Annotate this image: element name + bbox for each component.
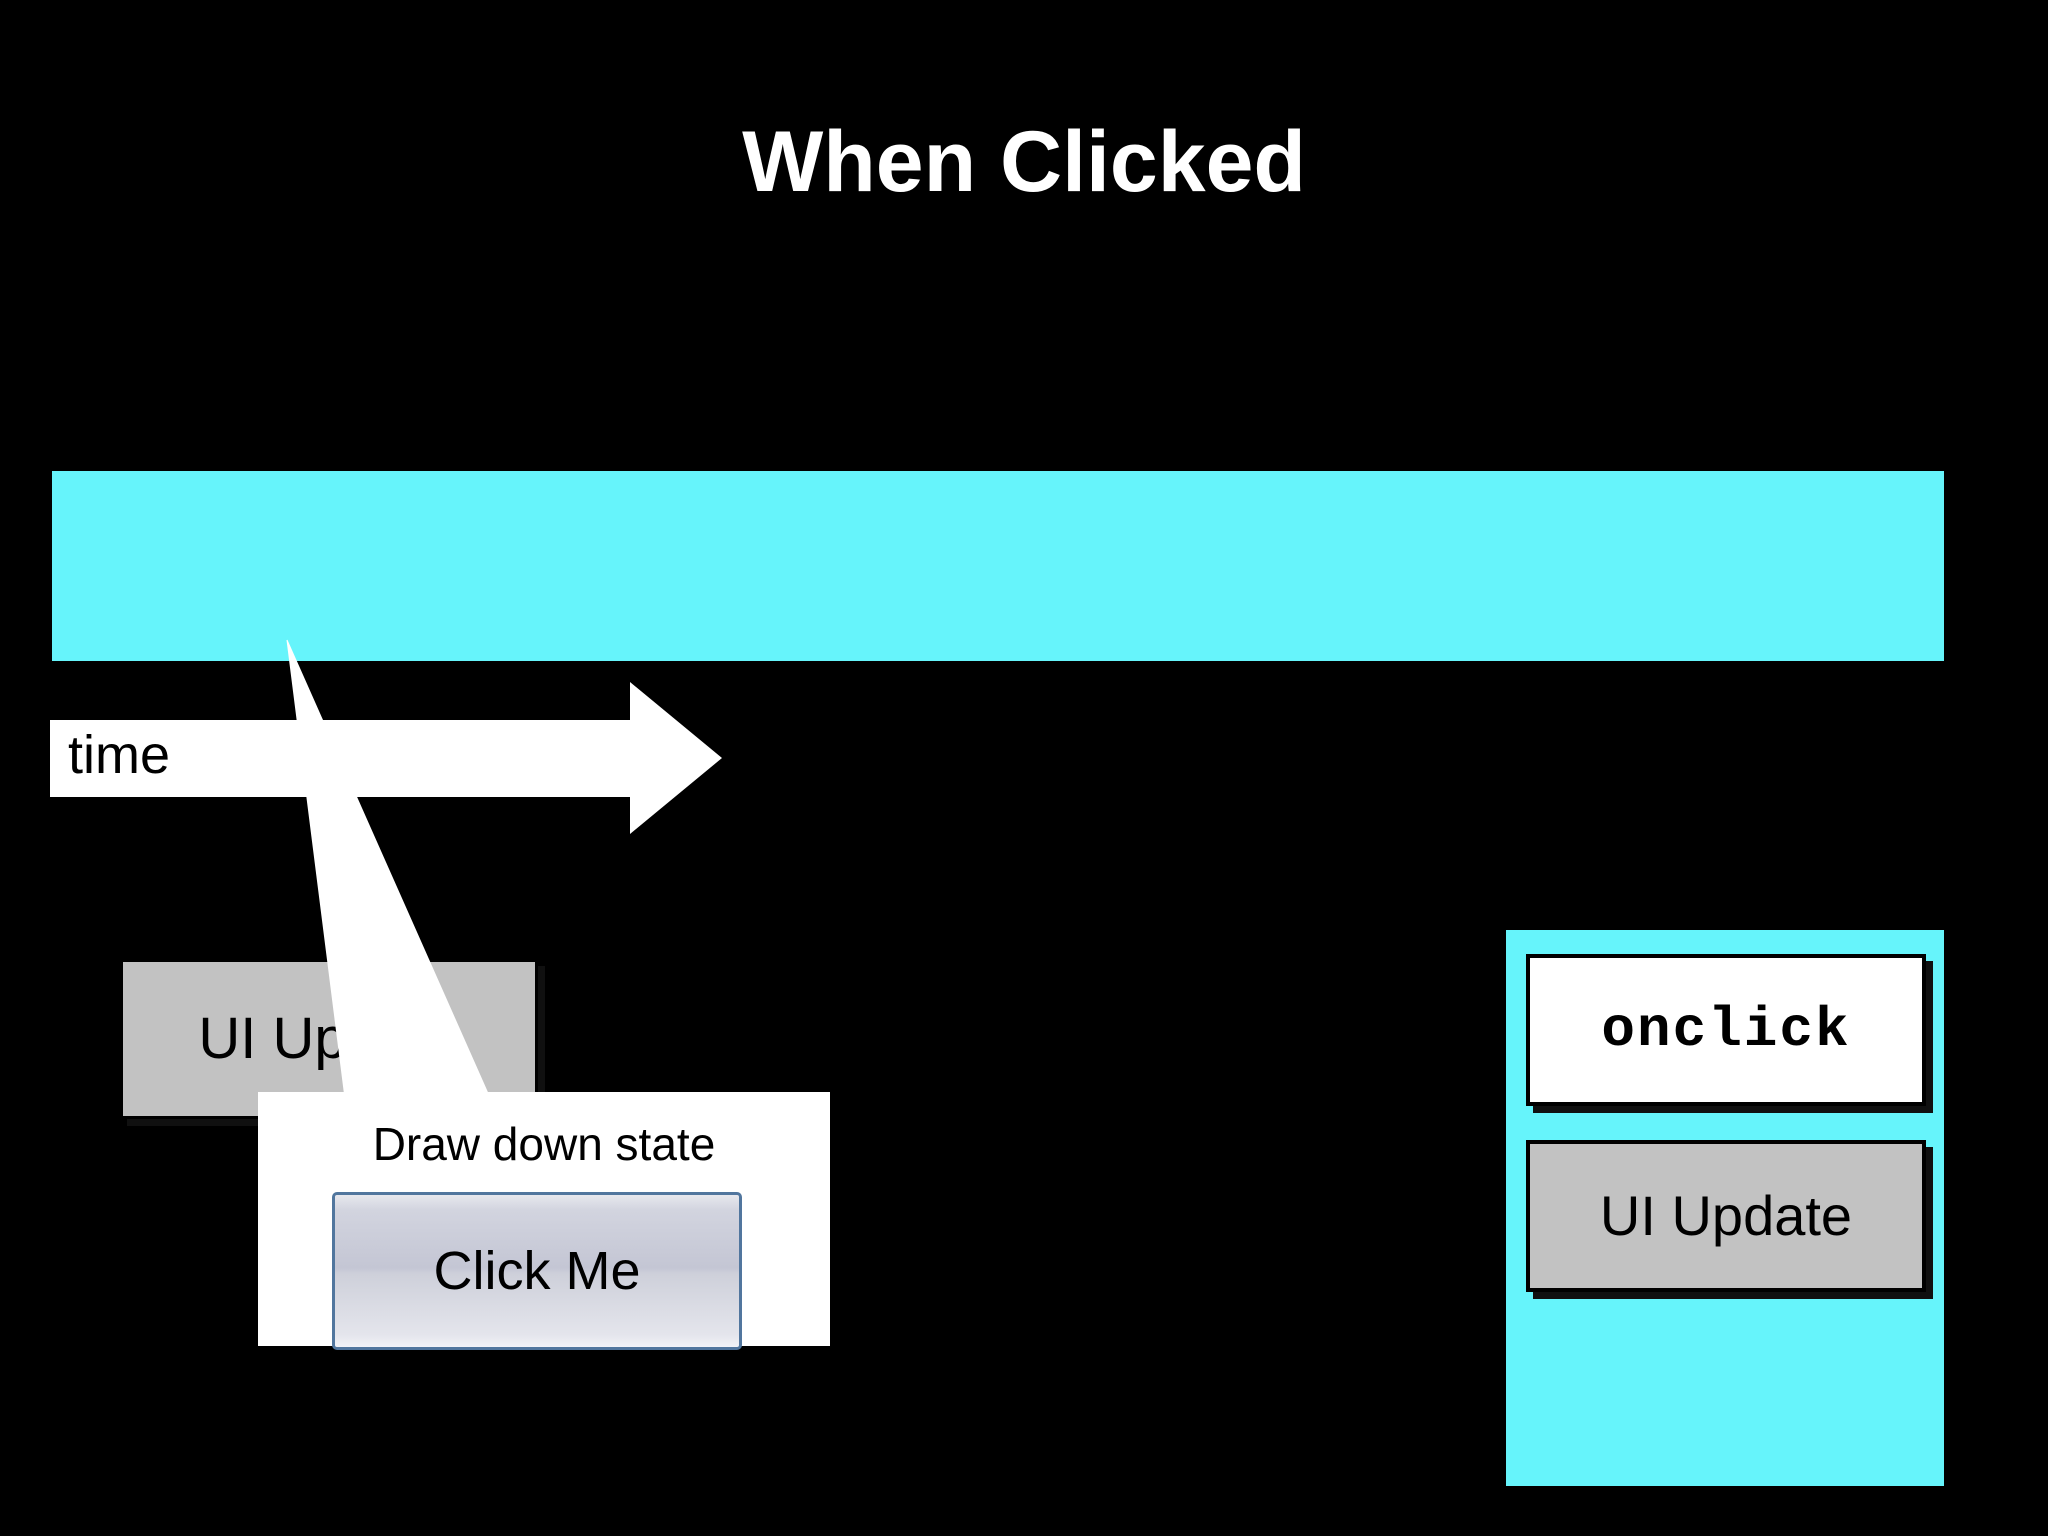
callout-leader-wedge [250,630,520,1100]
panel-ui-update-box: UI Update [1526,1140,1926,1292]
time-axis-label: time [68,725,171,785]
arrow-right-icon [50,682,722,834]
onclick-event-box: onclick [1526,954,1926,1106]
click-me-button[interactable]: Click Me [332,1192,742,1350]
handler-panel: onclick UI Update [1506,930,1944,1486]
callout-title: Draw down state [372,1118,716,1170]
page-title: When Clicked [742,114,1306,210]
panel-ui-update-label: UI Update [1599,1184,1853,1247]
callout-box: Draw down state Click Me [258,1092,830,1350]
timeline-band: UI Update [52,471,1944,1119]
onclick-event-label: onclick [1601,998,1851,1062]
click-me-button-label: Click Me [433,1241,641,1301]
time-axis-arrow: time [50,680,722,836]
